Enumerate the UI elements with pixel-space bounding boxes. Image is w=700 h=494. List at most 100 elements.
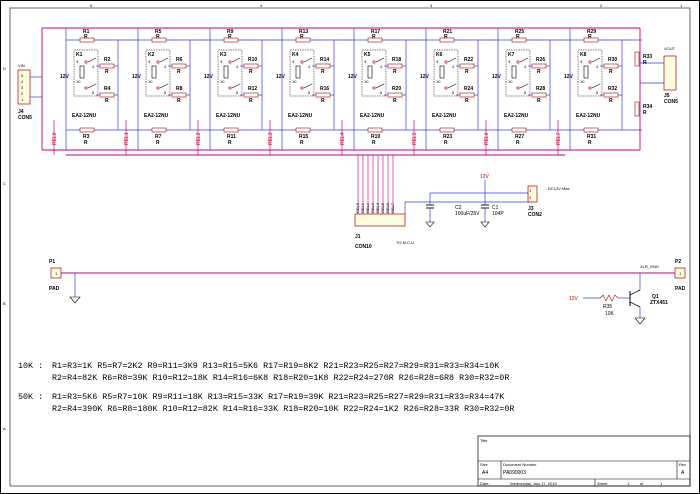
ground-symbol-icon [69, 296, 81, 304]
resistor-val: R [444, 34, 448, 40]
svg-text:3: 3 [148, 59, 151, 64]
svg-text:3: 3 [436, 59, 439, 64]
svg-text:8: 8 [308, 90, 311, 95]
resistor-ref: R19 [371, 134, 380, 140]
q1-ref: Q1 [652, 294, 659, 300]
r35-val: 10K [605, 311, 615, 317]
resistor-val: R [609, 98, 613, 104]
mcu-net-label: REL6 [385, 202, 390, 213]
resistor-ref: R10 [248, 57, 257, 63]
svg-text:4: 4 [524, 64, 527, 69]
mcu-net-label: REL1 [360, 202, 365, 213]
relay-net-label: REL5 [412, 132, 418, 145]
resistor-ref: R20 [392, 86, 401, 92]
resistor-val: R [84, 34, 88, 40]
resistor-val: R [156, 34, 160, 40]
svg-text:1: 1 [55, 271, 58, 276]
svg-text:4: 4 [596, 64, 599, 69]
svg-text:10: 10 [292, 79, 297, 84]
svg-text:1: 1 [679, 271, 682, 276]
resistor-val: R [300, 34, 304, 40]
svg-text:3: 3 [580, 59, 583, 64]
rev-value: A [681, 470, 685, 476]
resistor-val: R [105, 69, 109, 75]
notes-10k-line2: R2=R4=82K R6=R8=39K R10=R12=18K R14=R16=… [52, 373, 509, 383]
relay-net-label: REL3 [268, 132, 274, 145]
svg-text:10: 10 [148, 79, 153, 84]
relay-net-label: REL1 [124, 132, 130, 145]
r35-ref: R35 [603, 304, 612, 310]
resistor-ref: R4 [104, 86, 111, 92]
resistor-val: R [372, 140, 376, 146]
j3-type: CON2 [528, 212, 542, 218]
svg-text:10: 10 [220, 79, 225, 84]
svg-text:10: 10 [508, 79, 513, 84]
j1-ref: J1 [355, 234, 361, 240]
vout-label: VOUT [664, 46, 676, 51]
resistor-val: R [516, 140, 520, 146]
svg-text:8: 8 [164, 90, 167, 95]
mcu-note: TO M.C.U [396, 240, 414, 245]
resistor-value-notes: 10K : R1=R3=1K R5=R7=2K2 R9=R11=3K9 R13=… [18, 361, 514, 414]
docnum-value: PA090003 [503, 470, 526, 476]
r34-ref: R34 [643, 104, 652, 110]
resistor-val: R [156, 140, 160, 146]
relay-ref: K6 [436, 52, 443, 58]
power-supply-section: 12V C2 100uF/25V C1 104P 1 2 J3 CON2 DC1… [425, 174, 570, 228]
resistor-ref: R2 [104, 57, 111, 63]
resistor-ref: R29 [587, 29, 596, 35]
relay-net-label: REL0 [52, 132, 58, 145]
j4-type: CON5 [18, 115, 32, 121]
resistor-ref: R22 [464, 57, 473, 63]
row-marker: C [3, 181, 6, 186]
resistor-ref: R5 [155, 29, 162, 35]
resistor-ref: R6 [176, 57, 183, 63]
resistor-ref: R16 [320, 86, 329, 92]
vin-pin-label: 1 [21, 97, 24, 102]
resistor-ref: R9 [227, 29, 234, 35]
svg-text:3: 3 [364, 59, 367, 64]
resistor-val: R [177, 98, 181, 104]
c2-val: 100uF/25V [455, 211, 480, 217]
col-marker: 3 [430, 3, 433, 8]
j5-ref: J5 [664, 93, 670, 99]
resistor-val: R [228, 34, 232, 40]
svg-text:3: 3 [76, 59, 79, 64]
svg-text:3: 3 [220, 59, 223, 64]
relay-part: EA2-12NU [144, 113, 169, 119]
relay-ref: K1 [76, 52, 83, 58]
svg-text:10: 10 [436, 79, 441, 84]
c2-ref: C2 [455, 205, 462, 211]
coil-voltage: 12V [276, 74, 286, 80]
xlr-gnd-label: XLR_GND [640, 264, 659, 269]
resistor-ref: R26 [536, 57, 545, 63]
svg-text:8: 8 [524, 90, 527, 95]
svg-text:10: 10 [580, 79, 585, 84]
resistor-val: R [444, 140, 448, 146]
supply-note: DC12V Max [548, 186, 570, 191]
notes-50k-title: 50K : [18, 392, 43, 402]
svg-text:3: 3 [292, 59, 295, 64]
coil-voltage: 12V [204, 74, 214, 80]
resistor-ref: R24 [464, 86, 473, 92]
resistor-ref: R14 [320, 57, 329, 63]
relay-ref: K5 [364, 52, 371, 58]
resistor-ref: R8 [176, 86, 183, 92]
relay-ref: K3 [220, 52, 227, 58]
col-marker: 4 [260, 3, 263, 8]
resistor-val: R [465, 69, 469, 75]
row-marker: B [3, 301, 6, 306]
rev-label: Rev [679, 462, 686, 467]
resistor-val: R [588, 140, 592, 146]
resistor-ref: R25 [515, 29, 524, 35]
supply-12v-label: 12V [480, 174, 490, 180]
p1-type: PAD [49, 286, 60, 292]
relay-ref: K2 [148, 52, 155, 58]
